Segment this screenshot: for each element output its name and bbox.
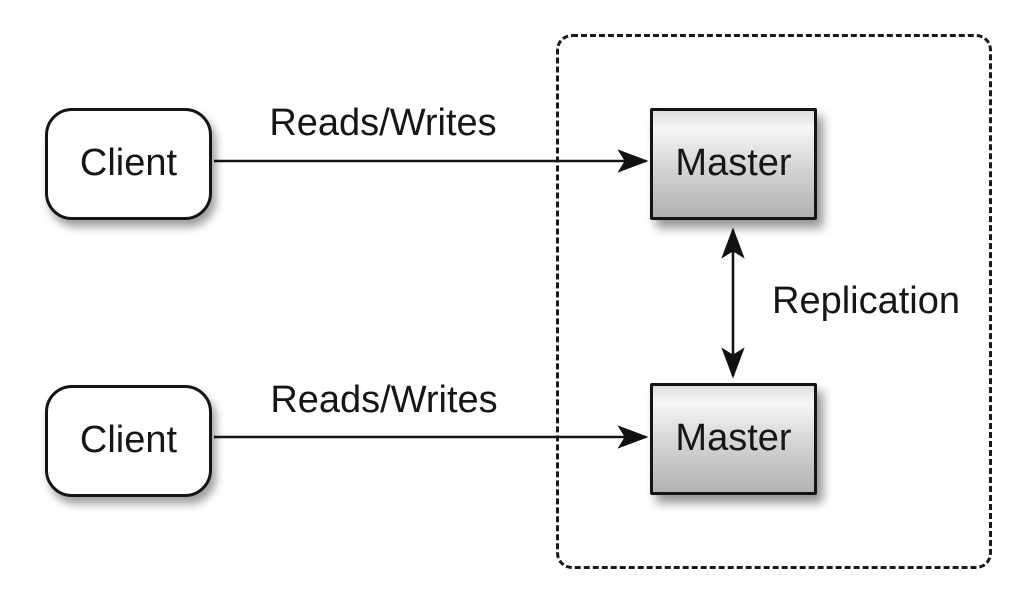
node-client-top-label: Client bbox=[79, 142, 178, 184]
edge-label-replication: Replication bbox=[772, 280, 960, 322]
node-client-bottom: Client bbox=[45, 385, 212, 497]
replication-group-boundary bbox=[556, 34, 992, 569]
node-master-bottom: Master bbox=[650, 383, 817, 495]
edge-label-reads-writes-bottom: Reads/Writes bbox=[270, 379, 498, 421]
node-master-bottom-label: Master bbox=[675, 417, 792, 459]
node-client-bottom-label: Client bbox=[79, 419, 178, 461]
node-client-top: Client bbox=[45, 108, 212, 220]
node-master-top-label: Master bbox=[675, 142, 792, 184]
node-master-top: Master bbox=[650, 108, 817, 220]
edge-label-reads-writes-top: Reads/Writes bbox=[269, 102, 497, 144]
